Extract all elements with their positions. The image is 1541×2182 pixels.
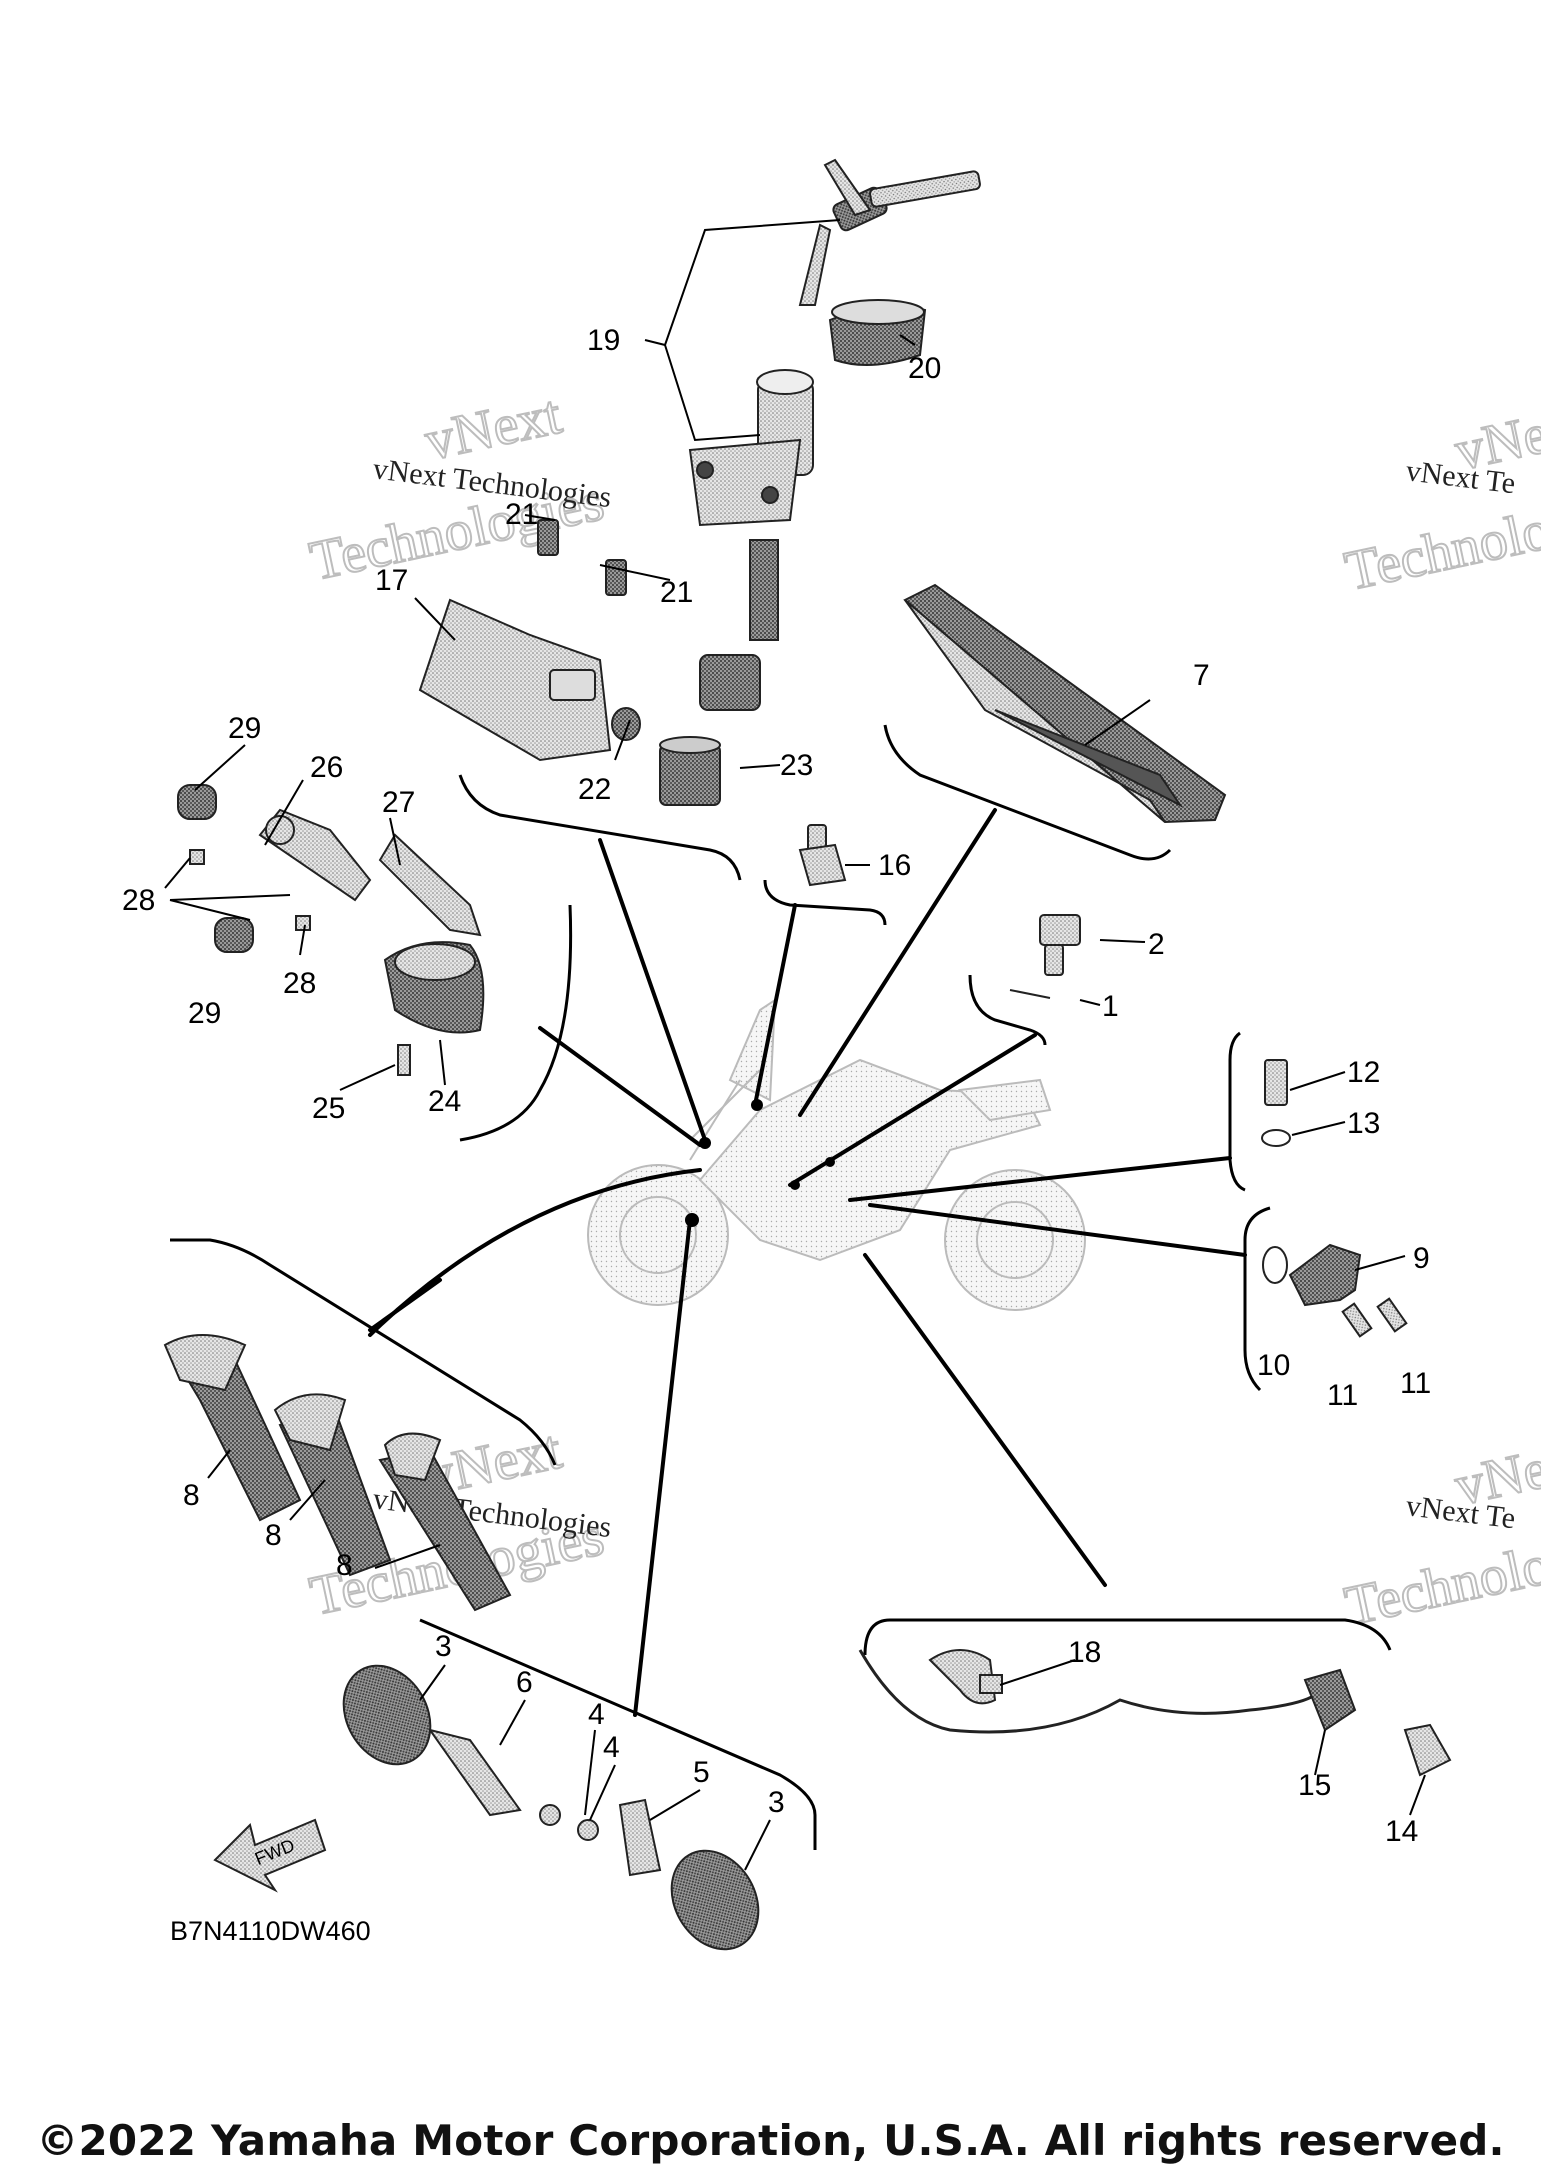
diagram-code: B7N4110DW460 <box>170 1916 371 1946</box>
lead-wire-icon <box>858 1649 1316 1734</box>
callout-21b: 21 <box>660 576 693 609</box>
callout-8b: 8 <box>265 1519 282 1552</box>
callout-9: 9 <box>1413 1242 1430 1275</box>
callout-22: 22 <box>578 773 611 806</box>
cover-ring-icon <box>828 299 927 366</box>
callout-18: 18 <box>1068 1636 1101 1669</box>
callout-25: 25 <box>312 1092 345 1125</box>
clamp-icon <box>928 1649 1003 1705</box>
callout-16: 16 <box>878 849 911 882</box>
collar-icon <box>659 736 721 806</box>
callout-28a: 28 <box>122 884 155 917</box>
switch-icon <box>1261 1059 1291 1147</box>
callouts: 1 2 3 3 4 4 5 6 7 8 8 8 9 10 11 11 12 13… <box>122 324 1431 1848</box>
callout-2: 2 <box>1148 928 1165 961</box>
callout-3a: 3 <box>435 1630 452 1663</box>
callout-1: 1 <box>1102 990 1119 1023</box>
callout-8c: 8 <box>336 1549 353 1582</box>
key-icon <box>798 158 981 306</box>
callout-23: 23 <box>780 749 813 782</box>
speed-sensor-icon <box>1262 1243 1408 1338</box>
callout-10: 10 <box>1257 1349 1290 1382</box>
callout-4a: 4 <box>588 1698 605 1731</box>
bracket-icon <box>418 598 612 762</box>
callout-27: 27 <box>382 786 415 819</box>
connector-icon <box>1303 1668 1452 1777</box>
callout-11b: 11 <box>1400 1367 1431 1400</box>
horn-bracket-icon <box>177 784 482 953</box>
leader-lines <box>368 808 1247 1717</box>
horn-icon <box>383 941 485 1076</box>
callout-26: 26 <box>310 751 343 784</box>
callout-19: 19 <box>587 324 620 357</box>
callout-11a: 11 <box>1327 1379 1358 1412</box>
callout-17: 17 <box>375 564 408 597</box>
watermark-group-2: vNext Technologies vNext Te <box>1339 393 1541 604</box>
callout-29a: 29 <box>228 712 261 745</box>
callout-3b: 3 <box>768 1786 785 1819</box>
leader-dots <box>685 1099 835 1227</box>
callout-leaders <box>164 219 1426 1871</box>
reflector-icon <box>342 1664 760 1951</box>
watermark-group-1: vNext Technologies vNext Technologies <box>304 383 613 594</box>
group-brackets <box>170 724 1392 1850</box>
sensor-icon <box>798 824 1081 999</box>
callout-8a: 8 <box>183 1479 200 1512</box>
callout-7: 7 <box>1193 659 1210 692</box>
callout-6: 6 <box>516 1666 533 1699</box>
handlebar-switch-icon <box>163 1334 512 1612</box>
callout-14: 14 <box>1385 1815 1418 1848</box>
ignition-switch-icon <box>688 369 814 711</box>
callout-29b: 29 <box>188 997 221 1030</box>
callout-21a: 21 <box>505 498 538 531</box>
callout-20: 20 <box>908 352 941 385</box>
callout-15: 15 <box>1298 1769 1331 1802</box>
callout-5: 5 <box>693 1756 710 1789</box>
watermark-line1: vNext <box>420 384 567 473</box>
watermark-group-4: vNext Technologies vNext Te <box>1339 1428 1541 1639</box>
callout-28b: 28 <box>283 967 316 1000</box>
arrow-fwd-icon: FWD <box>213 1818 327 1893</box>
copyright-notice: ©2022 Yamaha Motor Corporation, U.S.A. A… <box>36 2116 1505 2165</box>
meter-unit-icon <box>903 583 1227 824</box>
callout-4b: 4 <box>603 1731 620 1764</box>
bolt-icon <box>537 519 641 741</box>
callout-24: 24 <box>428 1085 461 1118</box>
motorcycle-icon <box>587 998 1086 1311</box>
callout-12: 12 <box>1347 1056 1380 1089</box>
callout-13: 13 <box>1347 1107 1380 1140</box>
